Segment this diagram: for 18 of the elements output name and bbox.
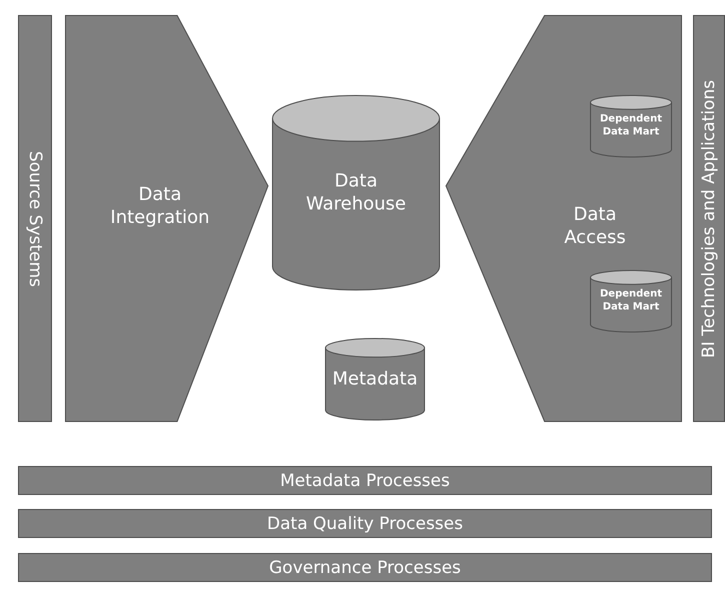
shape-label: Data Warehouse bbox=[304, 169, 408, 216]
pentagon-panel bbox=[445, 15, 682, 422]
shape-label: Data Access bbox=[563, 203, 627, 250]
vertical-bar bbox=[693, 15, 725, 422]
bar-label: Metadata Processes bbox=[280, 469, 450, 492]
shape-label: Data Integration bbox=[109, 183, 211, 230]
shape-label: Metadata bbox=[331, 367, 419, 391]
bar-label: BI Technologies and Applications bbox=[698, 80, 720, 358]
process-bar bbox=[18, 553, 712, 582]
process-bar bbox=[18, 509, 712, 538]
shape-label: Dependent Data Mart bbox=[599, 114, 663, 138]
shape-label: Dependent Data Mart bbox=[599, 288, 663, 314]
bar-label: Data Quality Processes bbox=[267, 512, 463, 535]
bar-label: Source Systems bbox=[24, 150, 46, 287]
bar-label: Governance Processes bbox=[269, 556, 461, 579]
vertical-bar bbox=[18, 15, 52, 422]
process-bar bbox=[18, 466, 712, 495]
pentagon-panel bbox=[65, 15, 269, 422]
